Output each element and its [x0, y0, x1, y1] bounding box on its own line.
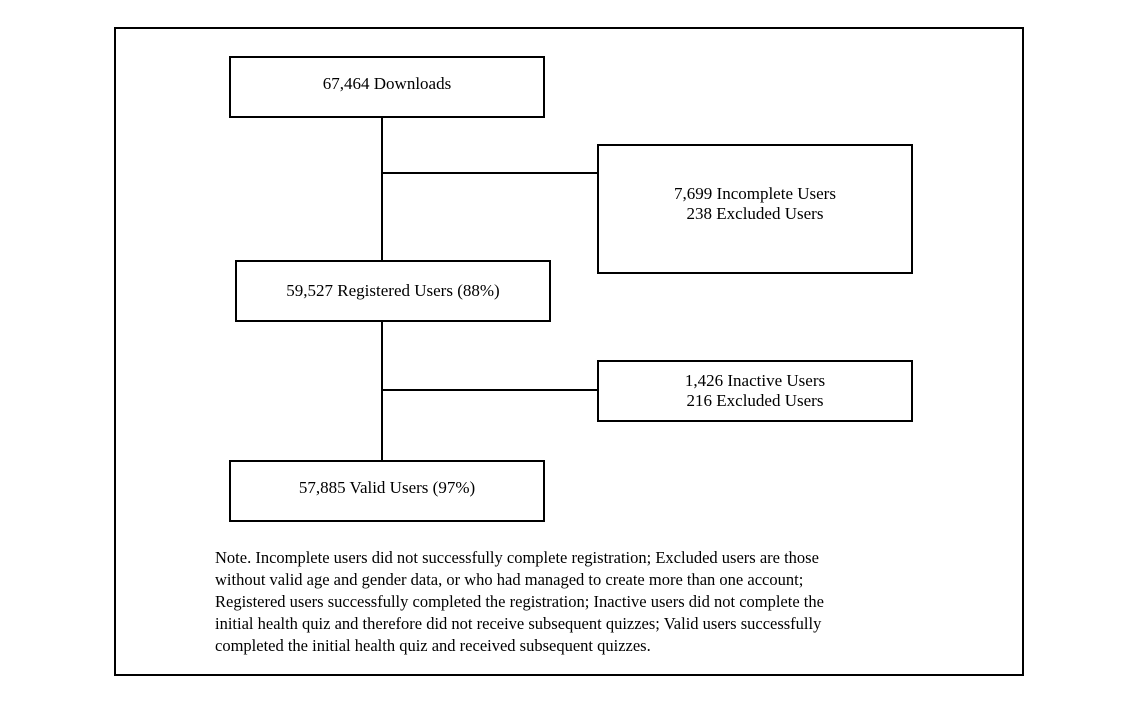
incomplete-users-label: 7,699 Incomplete Users [674, 184, 836, 203]
note-line: Registered users successfully completed … [215, 592, 824, 611]
excluded-users-label-2: 216 Excluded Users [686, 391, 824, 410]
connector-downloads-to-registered [381, 116, 383, 262]
registered-box: 59,527 Registered Users (88%) [235, 260, 551, 322]
inactive-excluded-box: 1,426 Inactive Users 216 Excluded Users [597, 360, 913, 422]
incomplete-excluded-box: 7,699 Incomplete Users 238 Excluded User… [597, 144, 913, 274]
inactive-users-label: 1,426 Inactive Users [684, 371, 826, 390]
note-line: initial health quiz and therefore did no… [215, 614, 822, 633]
figure-frame [114, 27, 1024, 676]
excluded-users-label-1: 238 Excluded Users [686, 204, 824, 223]
note-line: completed the initial health quiz and re… [215, 636, 651, 655]
connector-branch-to-incomplete [381, 172, 598, 174]
downloads-label: 67,464 Downloads [322, 74, 452, 93]
connector-registered-to-valid [381, 320, 383, 462]
registered-users-label: 59,527 Registered Users (88%) [286, 281, 500, 300]
note-line: without valid age and gender data, or wh… [215, 570, 804, 589]
valid-box: 57,885 Valid Users (97%) [229, 460, 545, 522]
valid-users-label: 57,885 Valid Users (97%) [298, 478, 476, 497]
connector-branch-to-inactive [381, 389, 598, 391]
note-line: Note. Incomplete users did not successfu… [215, 548, 819, 567]
downloads-box: 67,464 Downloads [229, 56, 545, 118]
figure-note: Note. Incomplete users did not successfu… [215, 547, 955, 657]
